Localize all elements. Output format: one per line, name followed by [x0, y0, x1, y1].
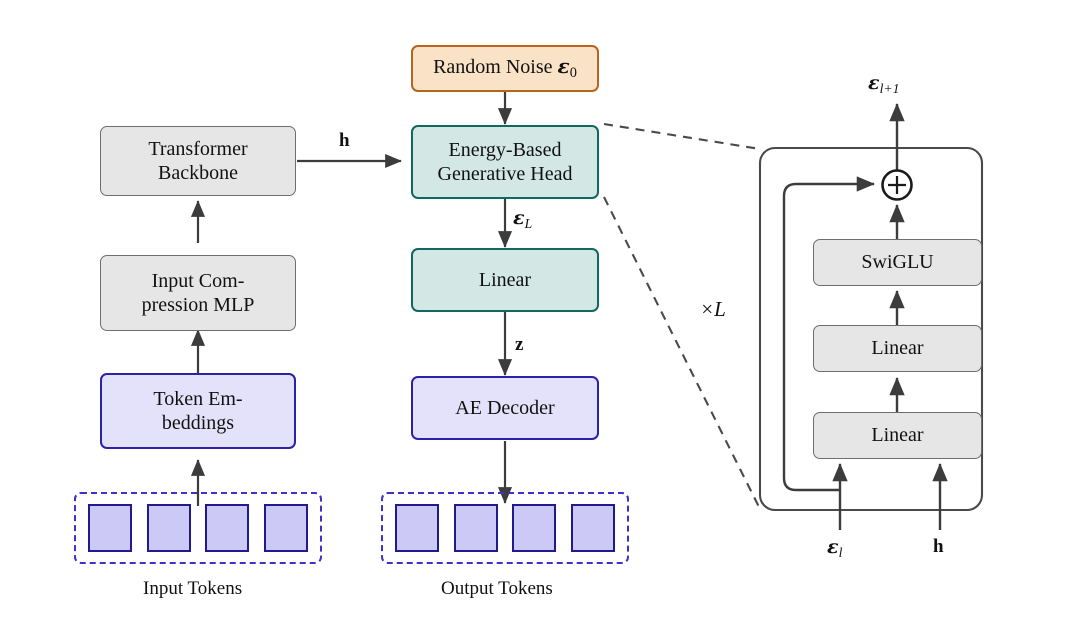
output-tokens-caption: Output Tokens: [441, 578, 553, 599]
input-token: [146, 504, 191, 552]
random-noise-label: Random Noise ε0: [433, 54, 577, 82]
residual-output-label: εl+1: [868, 72, 900, 96]
residual-input-epsilon-label: εl: [827, 536, 843, 560]
edge-label-h-backbone: h: [339, 130, 350, 151]
input-tokens-group: [74, 492, 322, 564]
box-input-compression-mlp[interactable]: Input Com-pression MLP: [100, 255, 296, 331]
linear-middle-label: Linear: [478, 268, 532, 291]
box-random-noise[interactable]: Random Noise ε0: [411, 45, 599, 92]
residual-input-h-label: h: [933, 536, 944, 557]
linear-upper-label: Linear: [871, 337, 924, 360]
edge-label-z: z: [515, 334, 524, 355]
box-linear-upper[interactable]: Linear: [813, 325, 982, 372]
output-token: [453, 504, 498, 552]
dashed-zoom-connectors: [603, 122, 761, 510]
output-token: [395, 504, 439, 552]
swiglu-label: SwiGLU: [861, 251, 934, 274]
box-linear-lower[interactable]: Linear: [813, 412, 982, 459]
box-swiglu[interactable]: SwiGLU: [813, 239, 982, 286]
add-operator-cross: [888, 176, 906, 194]
edge-label-epsilon-L: εL: [513, 207, 533, 231]
output-tokens-group: [381, 492, 629, 564]
ae-decoder-label: AE Decoder: [455, 396, 555, 419]
input-compression-mlp-label: Input Com-pression MLP: [141, 269, 255, 316]
right-panel-arrows: [832, 103, 948, 530]
input-token: [88, 504, 132, 552]
box-linear-middle[interactable]: Linear: [411, 248, 599, 312]
linear-lower-label: Linear: [871, 424, 924, 447]
box-token-embeddings[interactable]: Token Em-beddings: [100, 373, 296, 449]
epsilon-symbol: ε: [557, 54, 570, 79]
output-token: [570, 504, 615, 552]
box-ae-decoder[interactable]: AE Decoder: [411, 376, 599, 440]
repeat-count-label: ×L: [700, 297, 726, 321]
output-token: [512, 504, 557, 552]
input-tokens-caption: Input Tokens: [143, 578, 243, 599]
token-embeddings-label: Token Em-beddings: [153, 387, 243, 434]
input-token: [205, 504, 250, 552]
epsilon-subscript: 0: [569, 65, 577, 82]
add-operator-circle: [881, 169, 913, 201]
input-token: [263, 504, 308, 552]
